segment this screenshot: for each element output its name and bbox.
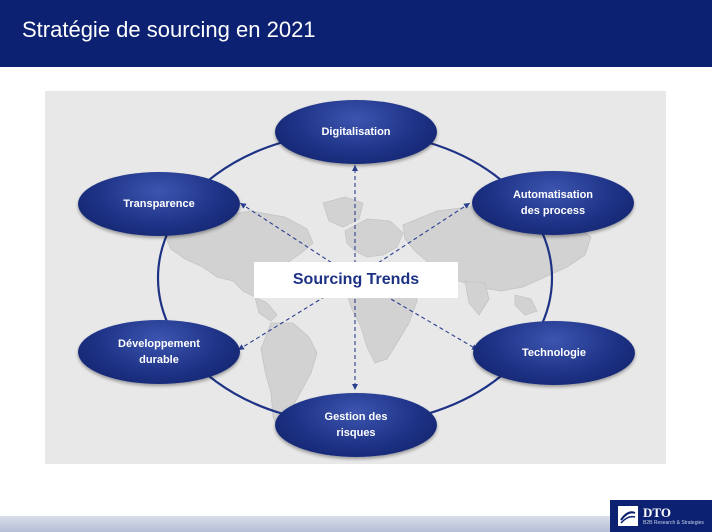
logo-tagline: B2B Research & Strategies: [643, 520, 704, 526]
header-bar: Stratégie de sourcing en 2021: [0, 0, 712, 67]
logo-mark-icon: [618, 506, 638, 526]
node-transparence: Transparence: [78, 172, 240, 236]
node-label: Digitalisation: [321, 126, 391, 138]
dto-logo: DTO B2B Research & Strategies: [610, 500, 712, 532]
node-technologie: Technologie: [473, 321, 635, 385]
node-developpement-durable: Développement durable: [78, 320, 240, 384]
footer-bar: [0, 516, 610, 532]
logo-name: DTO: [643, 505, 671, 520]
node-label: Automatisation des process: [512, 189, 594, 217]
center-label: Sourcing Trends: [254, 262, 458, 298]
node-gestion-des-risques: Gestion des risques: [275, 393, 437, 457]
node-label: Gestion des risques: [324, 411, 388, 439]
node-label: Transparence: [123, 198, 195, 210]
node-digitalisation: Digitalisation: [275, 100, 437, 164]
page-title: Stratégie de sourcing en 2021: [22, 17, 316, 42]
node-label: Technologie: [522, 347, 586, 359]
node-automatisation: Automatisation des process: [472, 171, 634, 235]
node-label: Développement durable: [118, 338, 200, 366]
